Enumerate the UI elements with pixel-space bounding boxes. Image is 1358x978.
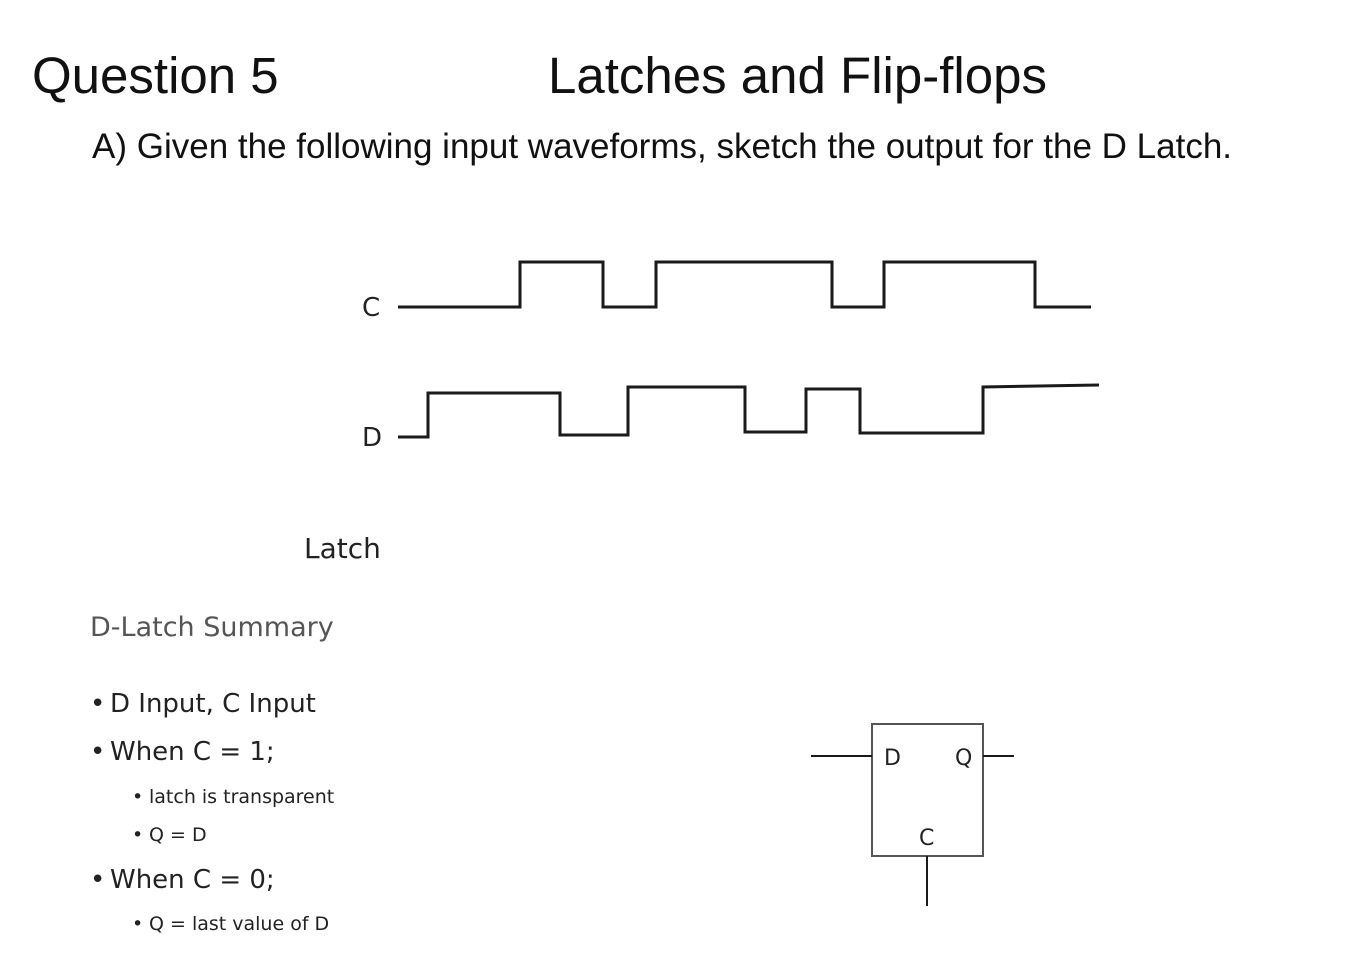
d-waveform [398, 383, 1100, 439]
summary-title: D-Latch Summary [90, 612, 334, 643]
latch-heading: Latch [304, 532, 381, 565]
bullet-text: Q = D [149, 824, 207, 846]
bullet-text: D Input, C Input [110, 689, 316, 719]
bullet-dot: • [132, 824, 144, 846]
bullet-dot: • [132, 913, 144, 935]
bullet-dot: • [90, 865, 106, 895]
bullet-text: When C = 1; [110, 737, 275, 767]
part-a-prompt: A) Given the following input waveforms, … [92, 127, 1233, 166]
question-number: Question 5 [32, 47, 279, 104]
summary-sub-bullet: •Q = last value of D [132, 915, 329, 934]
summary-sub-bullet: •latch is transparent [132, 788, 334, 807]
summary-bullet: •When C = 1; [90, 739, 275, 765]
summary-bullet: •When C = 0; [90, 867, 275, 893]
summary-sub-bullet: •Q = D [132, 826, 207, 845]
bullet-dot: • [90, 689, 106, 719]
latch-q-pin-label: Q [955, 746, 973, 771]
bullet-text: Q = last value of D [149, 913, 330, 935]
bullet-text: When C = 0; [110, 865, 275, 895]
latch-d-pin-label: D [884, 746, 901, 771]
latch-c-pin-label: C [919, 826, 935, 851]
bullet-dot: • [132, 786, 144, 808]
d-latch-symbol [811, 723, 1014, 906]
page-title: Latches and Flip-flops [548, 47, 1047, 104]
c-signal-label: C [362, 293, 381, 323]
latch-block [871, 723, 984, 857]
bullet-dot: • [90, 737, 106, 767]
c-waveform [398, 260, 1091, 309]
d-signal-label: D [362, 423, 383, 453]
bullet-text: latch is transparent [149, 786, 335, 808]
summary-bullet: •D Input, C Input [90, 691, 316, 717]
